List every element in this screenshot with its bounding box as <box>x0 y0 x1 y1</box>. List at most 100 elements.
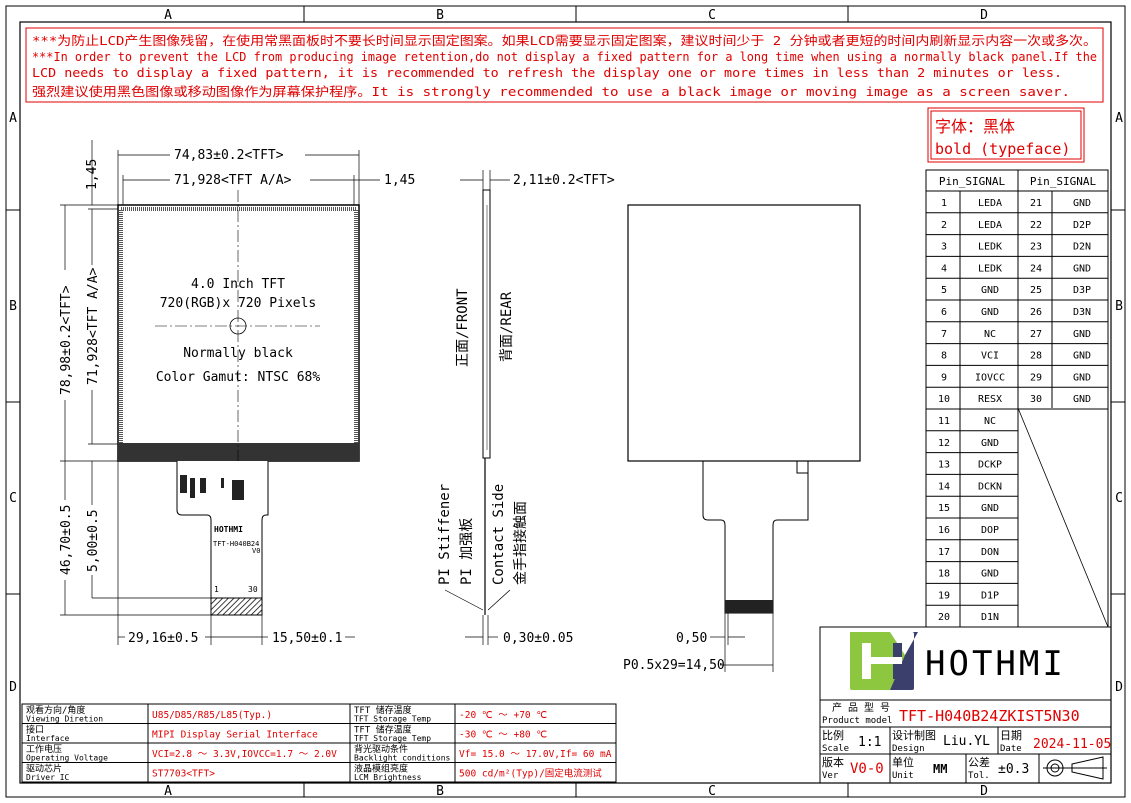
pin-signal: NC <box>984 416 996 427</box>
pin-signal: LEDK <box>978 242 1002 253</box>
fpc-pin-first: 1 <box>214 585 219 594</box>
dim-fpc-offset: 5,00±0.5 <box>86 509 101 572</box>
spec-value: -20 ℃ ～ +70 ℃ <box>459 710 547 721</box>
pin-number: 22 <box>1030 220 1042 231</box>
tolerance-value: ±0.3 <box>998 762 1029 777</box>
col-label: D <box>980 784 988 799</box>
pin-number: 15 <box>938 503 950 514</box>
warning-line: 强烈建议使用黑色图像或移动图像作为屏幕保护程序。It is strongly r… <box>32 84 1070 99</box>
row-label: D <box>1115 680 1123 695</box>
pin-signal: DON <box>981 547 999 558</box>
spec-value: ST7703<TFT> <box>152 769 215 780</box>
pin-number: 3 <box>941 242 947 253</box>
dim-aa-height: 71,928<TFT A/A> <box>86 267 101 385</box>
unit-label-en: Unit <box>892 771 914 781</box>
pin-signal: RESX <box>978 394 1002 405</box>
col-label: A <box>164 8 172 23</box>
pin-signal: LEDK <box>978 263 1002 274</box>
warning-box <box>25 27 1104 103</box>
spec-value: 500 cd/m²(Typ)/固定电流测试 <box>459 768 602 780</box>
spec-label-en: Operating Voltage <box>26 754 108 763</box>
center-mark-icon <box>229 317 247 335</box>
pin-number: 27 <box>1030 329 1042 340</box>
fpc-components <box>180 475 244 500</box>
col-label: C <box>708 8 716 23</box>
pin-number: 1 <box>941 198 947 209</box>
front-label: 正面/FRONT <box>455 288 471 367</box>
pin-number: 21 <box>1030 198 1042 209</box>
dimension-lines <box>60 140 380 645</box>
pin-number: 26 <box>1030 307 1042 318</box>
rear-fpc-outline <box>702 461 809 614</box>
spec-value: Vf= 15.0 ～ 17.0V,If= 60 mA <box>459 749 612 760</box>
pin-number: 16 <box>938 525 950 536</box>
row-label: B <box>1115 299 1123 314</box>
pin-number: 14 <box>938 481 950 492</box>
spec-label-cn: 液晶模组亮度 <box>354 763 408 775</box>
row-label: C <box>1115 491 1123 506</box>
pin-number: 18 <box>938 569 950 580</box>
row-label: C <box>9 491 17 506</box>
font-note-box <box>927 107 1085 163</box>
warning-text: ***为防止LCD产生图像残留，在使用常黑面板时不要长时间显示固定图案。如果LC… <box>32 33 1097 99</box>
spec-label-en: TFT Storage Temp <box>354 734 431 743</box>
dim-right-margin: 1,45 <box>384 173 415 188</box>
spec-label-cn: 工作电压 <box>26 743 62 755</box>
pin-signal: GND <box>981 438 999 449</box>
rear-view: 0,50 P0.5x29=14,50 <box>623 204 861 673</box>
side-view: 2,11±0.2<TFT> 0,30±0.05 正面/FRONT 背面/REAR… <box>437 170 615 646</box>
pin-signal: GND <box>1073 372 1091 383</box>
pin-number: 5 <box>941 285 947 296</box>
design-label-cn: 设计制图 <box>892 729 936 742</box>
date-value: 2024-11-05 <box>1033 737 1111 752</box>
pin-signal: D1N <box>981 612 999 623</box>
spec-value: VCI=2.8 ～ 3.3V,IOVCC=1.7 ～ 2.0V <box>152 749 337 760</box>
row-label: D <box>9 680 17 695</box>
ver-label-cn: 版本 <box>822 755 844 769</box>
panel-bottom-border <box>118 443 359 461</box>
pin-signal: NC <box>984 329 996 340</box>
col-label: B <box>436 784 444 799</box>
dim-fpc-left: 29,16±0.5 <box>128 631 198 646</box>
pin-number: 8 <box>941 351 947 362</box>
contact-cn: 金手指接触面 <box>512 501 529 585</box>
pin-signal: D2P <box>1073 220 1091 231</box>
warning-line: ***为防止LCD产生图像残留，在使用常黑面板时不要长时间显示固定图案。如果LC… <box>32 33 1097 48</box>
spec-label-cn: 接口 <box>26 724 44 736</box>
spec-label-en: Interface <box>26 734 70 743</box>
pin-number: 7 <box>941 329 947 340</box>
scale-label-cn: 比例 <box>822 728 844 742</box>
pin-number: 23 <box>1030 242 1042 253</box>
col-label: D <box>980 8 988 23</box>
gold-fingers <box>210 597 263 616</box>
fpc-pin-last: 30 <box>248 585 258 594</box>
fpc-outline <box>176 461 269 616</box>
projection-symbol-icon <box>1043 756 1107 780</box>
logo-text: HOTHMI <box>925 644 1066 684</box>
col-label: C <box>708 784 716 799</box>
pin-signal: GND <box>981 503 999 514</box>
spec-label-en: Driver IC <box>26 773 70 782</box>
pin-number: 30 <box>1030 394 1042 405</box>
rear-label: 背面/REAR <box>499 291 515 362</box>
spec-label-en: LCM Brightness <box>354 773 422 782</box>
contact-en: Contact Side <box>491 484 507 585</box>
panel-size: 4.0 Inch TFT <box>191 277 285 292</box>
spec-label-en: TFT Storage Temp <box>354 715 431 724</box>
spec-value: U85/D85/R85/L85(Typ.) <box>152 710 272 721</box>
pin-signal: GND <box>981 569 999 580</box>
dim-outline-width: 74,83±0.2<TFT> <box>174 148 284 163</box>
date-label-cn: 日期 <box>1000 729 1022 742</box>
tol-label-cn: 公差 <box>968 755 990 769</box>
pin-signal: DCKN <box>978 481 1002 492</box>
pin-header: Pin_SIGNAL <box>1030 175 1097 188</box>
fpc-brand: HOTHMI <box>214 525 243 534</box>
pin-number: 10 <box>938 394 950 405</box>
pin-signal: GND <box>1073 351 1091 362</box>
designer: Liu.YL <box>943 734 990 749</box>
dim-outline-height: 78,98±0.2<TFT> <box>59 285 74 395</box>
font-note-cn: 字体：黑体 <box>935 117 1015 136</box>
dim-thickness: 2,11±0.2<TFT> <box>513 173 615 188</box>
